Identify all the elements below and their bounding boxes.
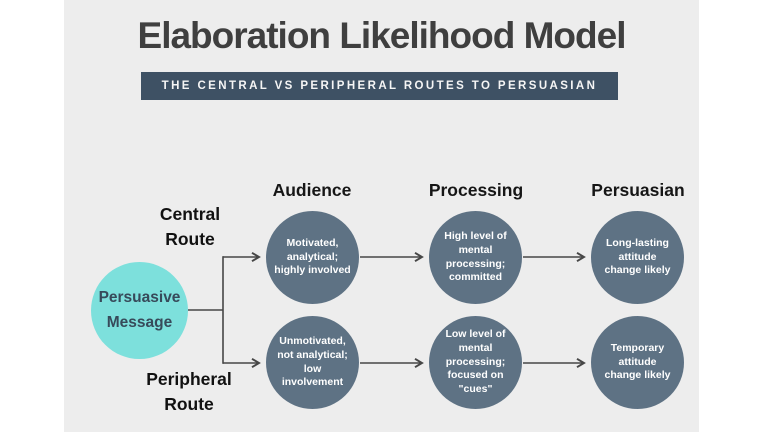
persuasive-message-node: Persuasive Message [91,262,188,359]
subtitle-banner: THE CENTRAL VS PERIPHERAL ROUTES TO PERS… [141,72,618,100]
column-header-processing: Processing [428,180,524,200]
peripheral-persuasion-label: Temporary attitude change likely [604,341,671,382]
column-header-audience: Audience [272,180,352,200]
peripheral-persuasion-node: Temporary attitude change likely [591,316,684,409]
peripheral-processing-label: Low level of mental processing; focused … [445,327,506,396]
persuasive-message-label: Persuasive Message [98,289,181,331]
central-processing-node: High level of mental processing; committ… [429,211,522,304]
central-persuasion-label: Long-lasting attitude change likely [604,236,671,277]
central-persuasion-node: Long-lasting attitude change likely [591,211,684,304]
column-header-persuasion: Persuasian [591,180,685,200]
peripheral-audience-node: Unmotivated, not analytical; low involve… [266,316,359,409]
central-processing-label: High level of mental processing; committ… [444,229,507,284]
page-title: Elaboration Likelihood Model [137,15,627,56]
subtitle-text: THE CENTRAL VS PERIPHERAL ROUTES TO PERS… [161,80,598,92]
central-audience-label: Motivated, analytical; highly involved [274,236,351,277]
central-audience-node: Motivated, analytical; highly involved [266,211,359,304]
peripheral-route-label: Peripheral Route [146,369,232,415]
central-route-label: Central Route [159,204,221,250]
peripheral-processing-node: Low level of mental processing; focused … [429,316,522,409]
peripheral-audience-label: Unmotivated, not analytical; low involve… [277,334,348,389]
